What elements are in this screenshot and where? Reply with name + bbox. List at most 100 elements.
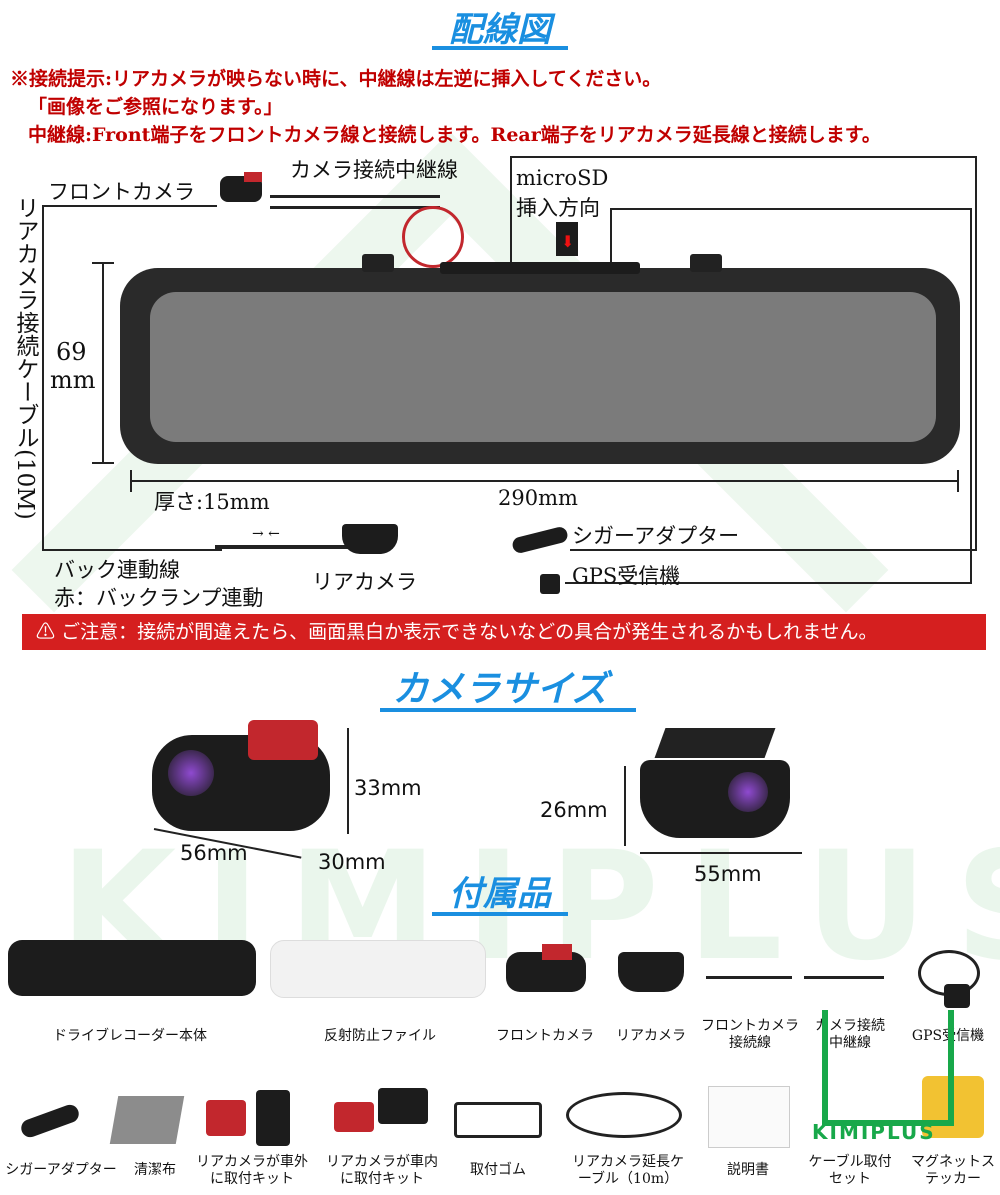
relay-frame-top [510,156,975,158]
gps-wire-bottom [565,582,972,584]
acc-label-manual: 説明書 [727,1162,769,1178]
microsd-label-1: microSD [516,166,609,190]
front-height-dim [347,728,349,834]
width-label: 290mm [498,486,578,510]
acc-label-cloth: 清潔布 [134,1162,176,1178]
acc-label-recorder: ドライブレコーダー本体 [53,1028,207,1044]
height-dim-line [102,262,104,464]
left-frame-wire [42,205,44,550]
front-camera-lens [168,750,214,796]
cigar-wire [570,549,976,551]
connector-highlight-circle [402,206,464,268]
acc-gps-puck [944,984,970,1008]
acc-label-magnet-sticker: マグネットステッカー [911,1154,995,1187]
height-unit: mm [50,366,96,394]
accessories-underline [432,912,568,916]
rear-width-label: 55mm [694,862,762,886]
notice-line-1: ※接続提示:リアカメラが映らない時に、中継線は左逆に挿入してください。 [10,68,662,90]
width-dim-left [130,470,132,492]
back-link-label-1: バック連動線 [54,558,180,582]
acc-label-rubber: 取付ゴム [470,1162,526,1178]
thickness-label: 厚さ:15mm [154,490,270,514]
acc-relay-cable-image [804,976,884,979]
camera-size-title: カメラサイズ [392,669,608,710]
acc-label-film: 反射防止ファイル [324,1028,436,1044]
acc-outer-kit-bracket [256,1090,290,1146]
mirror-port-strip [440,262,640,274]
bottom-frame-wire [42,549,222,551]
warning-icon: ⚠ [36,621,56,643]
notice-line-3: 中継線:Front端子をフロントカメラ線と接続します。Rear端子をリアカメラ延… [28,124,881,146]
acc-outer-kit-image [206,1100,246,1136]
mirror-screen [150,292,936,442]
acc-ext-cable-image [566,1092,682,1138]
acc-rubber-image [454,1102,542,1138]
acc-manual-image [708,1086,790,1148]
acc-front-cable-image [706,976,792,979]
right-frame-wire [975,156,977,551]
back-link-label-2: 赤：バックランプ連動 [54,586,264,610]
rear-cable-label: リアカメラ接続ケーブル(10M) [12,196,38,520]
accessories-title: 付属品 [449,874,551,914]
acc-label-cigar: シガーアダプター [5,1162,117,1178]
camera-size-underline [380,708,636,712]
brand-logo-icon [822,1010,954,1126]
rear-camera-label: リアカメラ [312,570,417,594]
rear-width-dim [640,852,802,854]
front-length-label: 56mm [180,841,248,865]
acc-cloth-image [109,1096,185,1144]
front-height-label: 33mm [354,776,422,800]
front-camera-cap [244,172,262,182]
rear-camera-photo [640,760,790,838]
acc-label-cable-set: ケーブル取付セット [808,1154,892,1187]
acc-inner-kit-image [334,1102,374,1132]
rear-camera-bracket [654,728,776,758]
acc-label-outer-kit: リアカメラが車外に取付キット [196,1154,308,1187]
gps-label: GPS受信機 [572,564,681,588]
acc-film-image [270,940,486,998]
warning-bar: ⚠ ご注意：接続が間違えたら、画面黒白か表示できないなどの具合が発生されるかもし… [22,614,986,650]
front-camera-photo-cap [248,720,318,760]
height-dim-bottom [92,462,114,464]
gps-wire-v [970,208,972,583]
front-camera-wire [42,205,217,207]
width-dim-line [130,480,958,482]
notice-line-2: 「画像をご参照になります。」 [28,96,283,118]
gps-icon [540,574,560,594]
acc-front-camera-cap [542,944,572,960]
acc-rear-camera-image [618,952,684,992]
front-camera-label: フロントカメラ [48,180,195,204]
relay-frame-left [510,156,512,266]
height-value: 69 [56,338,87,366]
acc-label-gps: GPS受信機 [911,1028,985,1044]
microsd-label-2: 挿入方向 [516,196,600,220]
acc-label-front-cable: フロントカメラ接続線 [701,1018,799,1051]
acc-label-rear-camera: リアカメラ [616,1028,686,1044]
acc-label-inner-kit: リアカメラが車内に取付キット [326,1154,438,1187]
acc-recorder-image [8,940,256,996]
relay-cable-label: カメラ接続中継線 [290,158,458,182]
rear-camera-icon [342,524,398,554]
acc-label-front-camera: フロントカメラ [496,1028,594,1044]
wiring-title-underline [432,46,568,50]
relay-cable-1 [270,195,440,198]
relay-cable-2 [270,206,440,209]
gps-wire-h [610,208,972,210]
back-link-cable [215,545,355,549]
mirror-clip-right [690,254,722,272]
mirror-clip-left [362,254,394,272]
height-dim-top [92,262,114,264]
rear-height-label: 26mm [540,798,608,822]
front-depth-label: 30mm [318,850,386,874]
rear-height-dim [624,766,626,846]
width-dim-right [957,470,959,492]
sd-wire [610,208,612,266]
acc-inner-kit-bracket [378,1088,428,1124]
cigar-adapter-label: シガーアダプター [572,524,740,548]
brand-logo-text: KIMIPLUS [812,1120,936,1144]
acc-cigar-image [18,1102,82,1140]
warning-text: ご注意：接続が間違えたら、画面黒白か表示できないなどの具合が発生されるかもしれま… [61,621,878,643]
back-link-arrows: → ← [252,526,280,542]
wiring-title: 配線図 [449,10,551,50]
insert-arrow-icon: ⬇ [561,232,575,251]
